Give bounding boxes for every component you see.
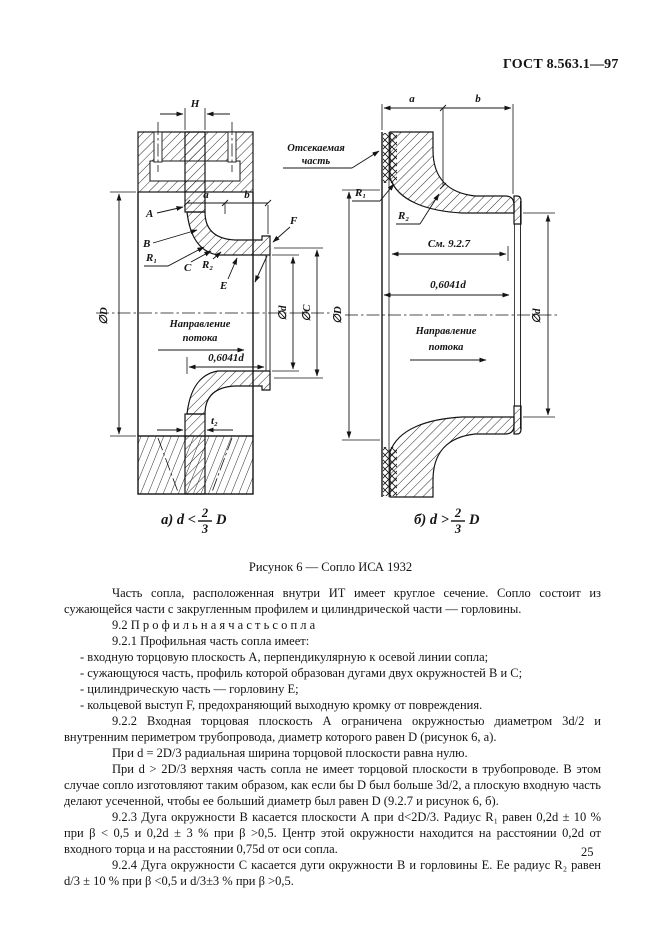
figure-a-nozzle-stem-upper [184,131,206,213]
paragraph: Часть сопла, расположенная внутри ИТ име… [64,586,601,616]
figure-b-body-lower [389,416,515,498]
paragraph-9-2-2: 9.2.2 Входная торцовая плоскость А огран… [64,714,601,744]
dim-label-diameter-D: ∅D [98,307,110,325]
dim-label-a: a [409,93,415,105]
section-heading-9-2: 9.2 П р о ф и л ь н а я ч а с т ь с о п … [112,618,316,632]
figure-a-nozzle-stem-lower [184,413,206,495]
label-radius-R2: R₂ [397,210,409,222]
figure-b-body-upper [389,131,515,214]
cutoff-part-label-line2: часть [302,156,331,167]
caption-a-denominator: 3 [201,522,208,536]
page-number: 25 [581,845,594,859]
list-item: - кольцевой выступ F, предохраняющий вых… [80,698,483,712]
label-radius-R1: R₁ [354,187,366,199]
caption-a-suffix: D [215,512,227,528]
dim-label-t2: t₂ [211,415,218,427]
figure-b-throat-end-lower [513,405,522,435]
dim-label-diameter-D: ∅D [332,306,344,324]
paragraph-9-2-3: 9.2.3 Дуга окружности В касается плоскос… [64,810,601,856]
figure-caption: Рисунок 6 — Сопло ИСА 1932 [248,560,413,574]
label-radius-R2: R₂ [201,259,213,271]
caption-a-prefix: а) d < [161,512,196,528]
flow-direction-label-line1: Направление [415,326,477,337]
dim-label-diameter-d: ∅d [531,308,543,324]
flow-direction-label-line2: потока [183,333,218,344]
body-text: Часть сопла, расположенная внутри ИТ име… [64,585,601,889]
figure-a-caption: а) d < 2 3 D [161,506,227,536]
dim-label-0-6041d: 0,6041d [208,352,244,364]
label-radius-R1: R₁ [145,252,157,264]
caption-b-prefix: б) d > [414,512,449,528]
dim-label-a: a [203,189,209,201]
label-ring-F: F [289,215,298,227]
flow-direction-label-line2: потока [429,342,464,353]
figure-a-profile-upper [186,211,271,256]
figure-6-drawing: H a b A B R₁ C R₂ E F [96,93,560,536]
label-arc-B: B [142,238,150,250]
caption-b-suffix: D [468,512,480,528]
dim-label-b: b [244,189,250,201]
figure-b-cutoff-zone-lower [383,447,397,496]
caption-b-numerator: 2 [454,506,461,520]
figure-b-caption: б) d > 2 3 D [414,506,480,536]
flow-direction-label-line1: Направление [169,319,231,330]
dim-label-diameter-d: ∅d [277,305,289,321]
caption-b-denominator: 3 [454,522,461,536]
figure-b-throat-end-upper [513,195,522,225]
paragraph: При d = 2D/3 радиальная ширина торцовой … [112,746,468,760]
label-throat-E: E [219,280,227,292]
list-item: - сужающуюся часть, профиль которой обра… [80,666,523,680]
cutoff-part-label-line1: Отсекаемая [287,143,345,154]
dim-label-0-6041d: 0,6041d [430,279,466,291]
list-item: - цилиндрическую часть — горловину Е; [80,682,299,696]
label-arc-C: C [184,262,192,274]
paragraph-9-2-4: 9.2.4 Дуга окружности С касается дуги ок… [64,858,601,888]
label-plane-A: A [145,208,153,220]
figure-b-cutoff-zone-upper [383,133,397,183]
caption-a-numerator: 2 [201,506,208,520]
list-item: - входную торцовую плоскость А, перпенди… [80,650,489,664]
paragraph: При d > 2D/3 верхняя часть сопла не имее… [64,762,601,808]
dim-label-b: b [475,93,481,105]
figure-b-nozzle-section: a b Отсекаемая часть R₁ R₂ См. 9.2.7 0,6… [283,93,560,536]
figure-a-profile-lower [186,370,271,415]
dim-label-see-927: См. 9.2.7 [428,238,471,250]
figure-a-nozzle-section: H a b A B R₁ C R₂ E F [96,98,332,536]
standard-header: ГОСТ 8.563.1—97 [503,57,619,72]
paragraph-9-2-1: 9.2.1 Профильная часть сопла имеет: [112,634,310,648]
dim-label-H: H [190,98,200,110]
